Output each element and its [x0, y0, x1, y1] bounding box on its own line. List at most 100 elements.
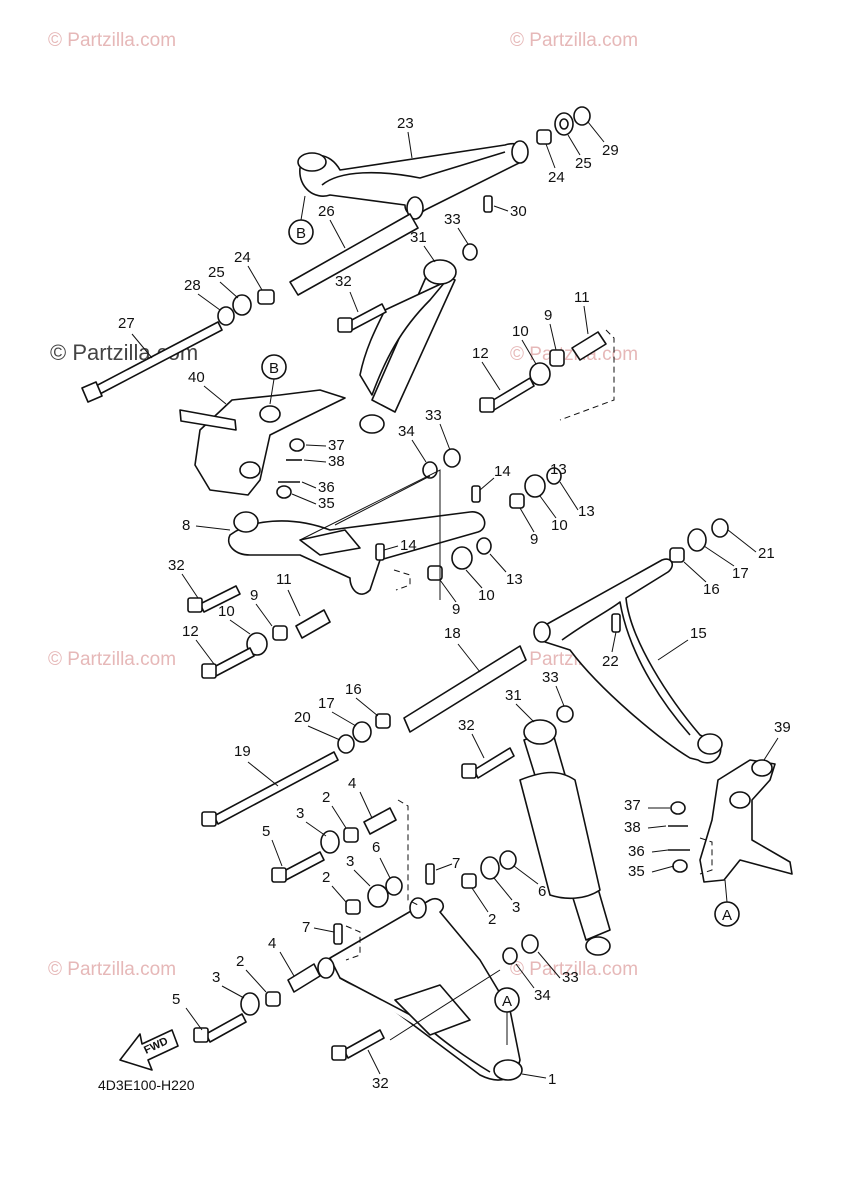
collar-9-b	[427, 565, 443, 581]
label-25-left: 25	[208, 264, 225, 281]
washer-28	[217, 306, 235, 326]
label-35-front: 35	[628, 863, 645, 880]
part-labels: 23 24 25 29 30 26 31 33 24 25 28 32 27 1…	[118, 115, 791, 1092]
label-8: 8	[182, 517, 190, 534]
nut-33-rear-a	[462, 243, 478, 261]
label-22: 22	[602, 653, 619, 670]
label-13-a-pos: 13	[578, 503, 595, 520]
grease-nipple-30	[483, 195, 493, 213]
label-3-a: 3	[296, 805, 304, 822]
collar-2-b	[345, 899, 361, 915]
label-34-front: 34	[534, 987, 551, 1004]
collar-9-upper	[549, 349, 565, 367]
label-27: 27	[118, 315, 135, 332]
label-21: 21	[758, 545, 775, 562]
washer-10-a	[524, 474, 546, 498]
knuckle-39-front	[699, 759, 793, 883]
bolt-19	[201, 751, 339, 827]
label-3-d: 3	[212, 969, 220, 986]
upper-arm-23	[297, 140, 529, 220]
label-2-d: 2	[236, 953, 244, 970]
grease-nipple-7-b	[333, 923, 343, 945]
bolt-12-upper	[479, 377, 535, 413]
label-33-front-a: 33	[542, 669, 559, 686]
washer-34-front	[502, 947, 518, 965]
label-12-upper: 12	[472, 345, 489, 362]
label-37-rear: 37	[328, 437, 345, 454]
callout-B-upper-text: B	[296, 225, 306, 242]
shock-absorber-31-rear	[359, 259, 457, 434]
label-7-a: 7	[452, 855, 460, 872]
nut-13-b	[476, 537, 492, 555]
label-40: 40	[188, 369, 205, 386]
guide-line-rear-3	[299, 469, 441, 600]
label-13-b: 13	[506, 571, 523, 588]
washer-25-upper	[554, 112, 574, 136]
label-9-b: 9	[452, 601, 460, 618]
label-33-rear-b: 33	[425, 407, 442, 424]
label-33-rear-a: 33	[444, 211, 461, 228]
label-23: 23	[397, 115, 414, 132]
label-35-rear: 35	[318, 495, 335, 512]
collar-2-c	[343, 827, 359, 843]
collar-16-left	[375, 713, 391, 729]
label-32-front-lower: 32	[372, 1075, 389, 1092]
label-14-b: 14	[400, 537, 417, 554]
bushing-4-upper	[363, 807, 397, 835]
guide-line-front-4	[389, 969, 501, 1041]
grease-nipple-22	[611, 613, 621, 633]
knuckle-40-rear	[179, 389, 346, 496]
lower-arm-1	[317, 897, 523, 1081]
washer-17-left	[352, 721, 372, 743]
label-13-a: 13	[550, 461, 567, 478]
label-12-lower: 12	[182, 623, 199, 640]
guide-line-rear-2	[334, 475, 431, 526]
watermark-mid-left: © Partzilla.com	[48, 649, 176, 670]
label-33-front-b: 33	[562, 969, 579, 986]
diagram-code: 4D3E100-H220	[98, 1077, 195, 1093]
shock-absorber-31-front	[519, 719, 611, 956]
label-10-upper: 10	[512, 323, 529, 340]
collar-2-a	[461, 873, 477, 889]
callout-B-lower-text: B	[269, 360, 279, 377]
callout-A-right: A	[714, 879, 740, 927]
label-10-b: 10	[478, 587, 495, 604]
grease-nipple-14-b	[375, 543, 385, 561]
shaft-18	[403, 645, 527, 733]
washer-3-d	[240, 992, 260, 1016]
bushing-11-lower	[295, 609, 331, 639]
label-26: 26	[318, 203, 335, 220]
label-2-a: 2	[322, 789, 330, 806]
washer-34-rear	[422, 461, 438, 479]
watermark-mid-right: © Partzilla.com	[510, 344, 638, 365]
guide-line-front-1	[397, 799, 421, 907]
nut-33-front-a	[556, 705, 574, 723]
bushing-4-lower	[287, 963, 321, 993]
label-30: 30	[510, 203, 527, 220]
label-36-rear: 36	[318, 479, 335, 496]
bolt-12-lower	[201, 647, 255, 679]
label-10-lower: 10	[218, 603, 235, 620]
guide-line-rear-1	[559, 329, 615, 421]
label-9-a: 9	[530, 531, 538, 548]
label-39: 39	[774, 719, 791, 736]
label-15: 15	[690, 625, 707, 642]
label-24-left: 24	[234, 249, 251, 266]
bushing-11-upper	[571, 331, 607, 361]
label-19: 19	[234, 743, 251, 760]
label-31-rear: 31	[410, 229, 427, 246]
callout-A-bottom-text: A	[502, 993, 512, 1010]
nut-21	[711, 518, 729, 538]
collar-9-a	[509, 493, 525, 509]
callout-B-lower: B	[261, 354, 287, 405]
label-6-b: 6	[372, 839, 380, 856]
upper-arm-15	[533, 558, 723, 764]
washer-3-a	[480, 856, 500, 880]
watermark-top-right: © Partzilla.com	[510, 30, 638, 51]
bolt-32-lower	[187, 585, 241, 613]
washer-3-c	[320, 830, 340, 854]
label-9-upper: 9	[544, 307, 552, 324]
nut-35-front	[672, 859, 688, 873]
label-38-front: 38	[624, 819, 641, 836]
watermark-bottom-left: © Partzilla.com	[48, 959, 176, 980]
